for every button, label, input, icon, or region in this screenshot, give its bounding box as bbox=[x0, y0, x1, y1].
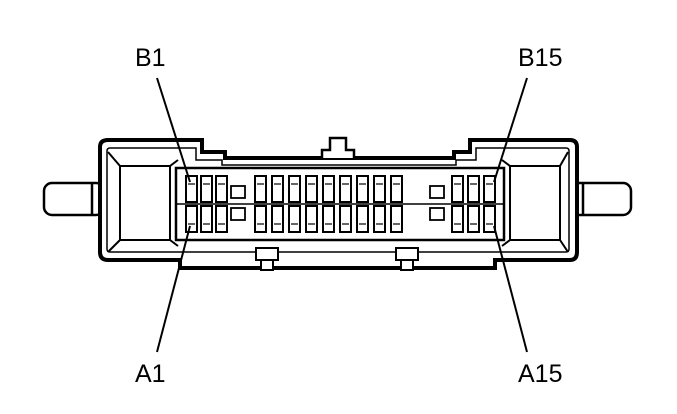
terminal-a-cavity bbox=[288, 205, 301, 233]
terminal-b-cavity bbox=[215, 175, 228, 203]
right-mounting-post bbox=[569, 181, 633, 217]
terminal-a-cavity bbox=[390, 205, 403, 233]
top-locking-tab bbox=[320, 136, 356, 158]
label-b1: B1 bbox=[135, 44, 166, 72]
terminal-a-cavity bbox=[356, 205, 369, 233]
terminal-b-cavity bbox=[373, 175, 386, 203]
terminal-b-cavity bbox=[467, 175, 480, 203]
leader-line-a15 bbox=[493, 225, 528, 353]
terminal-a-cavity bbox=[305, 205, 318, 233]
leader-line-a1 bbox=[156, 225, 191, 353]
terminal-b-cavity bbox=[271, 175, 284, 203]
terminal-block bbox=[174, 166, 506, 242]
terminal-b-cavity bbox=[288, 175, 301, 203]
terminal-a-cavity bbox=[339, 205, 352, 233]
leader-line-b1 bbox=[156, 77, 191, 183]
terminal-a-cavity bbox=[200, 205, 213, 233]
terminal-b-cavity bbox=[200, 175, 213, 203]
terminal-a-cavity bbox=[322, 205, 335, 233]
terminal-row-a bbox=[185, 205, 496, 233]
terminal-a-cavity bbox=[215, 205, 228, 233]
terminal-a-cavity bbox=[185, 205, 198, 233]
right-bottom-stud bbox=[395, 247, 419, 271]
polarizing-keys bbox=[230, 185, 445, 221]
terminal-a-cavity bbox=[451, 205, 464, 233]
label-a15: A15 bbox=[518, 360, 562, 388]
leader-lines bbox=[156, 77, 528, 353]
right-end-cavity bbox=[501, 151, 569, 253]
terminal-a-cavity bbox=[373, 205, 386, 233]
terminal-b-cavity bbox=[483, 175, 496, 203]
left-bottom-stud bbox=[255, 247, 279, 271]
terminal-b-cavity bbox=[356, 175, 369, 203]
terminal-row-b bbox=[185, 175, 496, 203]
terminal-a-cavity bbox=[254, 205, 267, 233]
terminal-b-cavity bbox=[339, 175, 352, 203]
label-b15: B15 bbox=[518, 44, 562, 72]
terminal-b-cavity bbox=[305, 175, 318, 203]
left-mounting-post bbox=[42, 181, 106, 217]
terminal-b-cavity bbox=[390, 175, 403, 203]
terminal-b-cavity bbox=[254, 175, 267, 203]
left-end-cavity bbox=[107, 151, 179, 253]
label-a1: A1 bbox=[135, 360, 166, 388]
terminal-b-cavity bbox=[322, 175, 335, 203]
terminal-b-cavity bbox=[451, 175, 464, 203]
terminal-b-cavity bbox=[185, 175, 198, 203]
leader-line-b15 bbox=[493, 77, 528, 183]
terminal-a-cavity bbox=[467, 205, 480, 233]
terminal-a-cavity bbox=[483, 205, 496, 233]
terminal-a-cavity bbox=[271, 205, 284, 233]
